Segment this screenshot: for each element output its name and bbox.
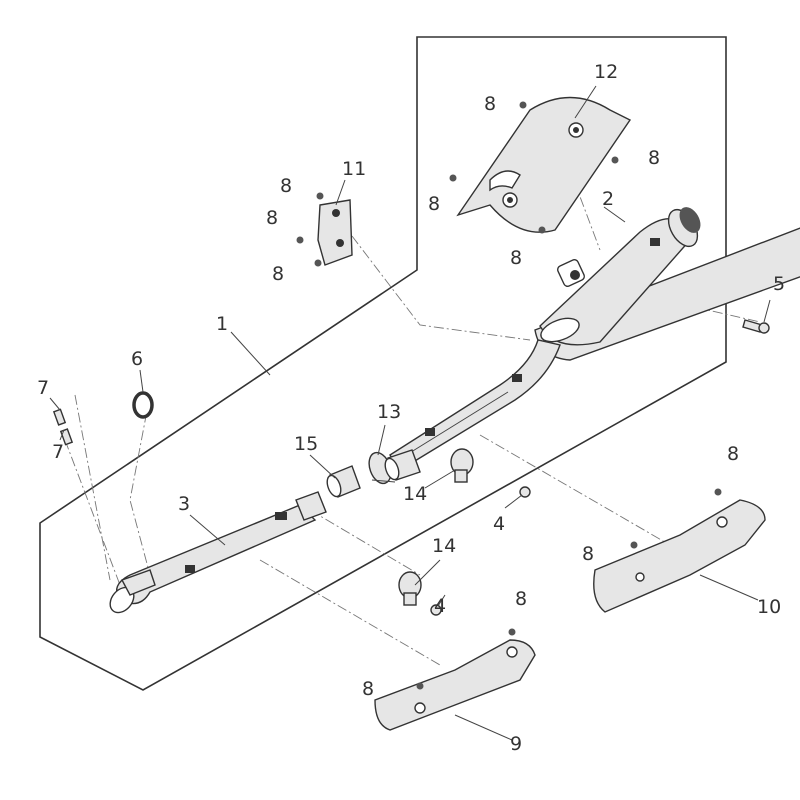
callout-label-7: 7 [37,377,49,399]
callout-label-2: 2 [602,188,614,210]
clamp-part-14-lower [398,571,422,606]
assembly-outline [39,36,727,691]
callout-label-4: 4 [434,595,446,617]
nuts-part-8 [296,101,722,690]
callout-label-8: 8 [648,147,660,169]
callout-label-9: 9 [510,733,522,755]
callout-label-15: 15 [294,433,318,455]
header-pipe-part-3 [109,491,327,614]
sleeve [384,449,421,481]
mid-pipe [389,339,561,471]
callout-label-8: 8 [582,543,594,565]
callout-label-14: 14 [432,535,456,557]
callout-label-8: 8 [362,678,374,700]
nut-part-4-lower [430,604,442,616]
callout-label-8: 8 [272,263,284,285]
callout-label-8: 8 [428,193,440,215]
stud-part-7-a [52,408,67,426]
nut-part-4-upper [519,486,531,498]
callout-label-1: 1 [216,313,228,335]
callout-label-13: 13 [377,401,401,423]
silencer-can [539,207,701,346]
callout-label-6: 6 [131,348,143,370]
callout-label-10: 10 [757,596,781,618]
callout-label-8: 8 [510,247,522,269]
gasket-part-6 [132,391,154,419]
callout-label-8: 8 [515,588,527,610]
callout-label-3: 3 [178,493,190,515]
heat-shield-part-12 [456,96,632,233]
clamp-part-14-upper [450,448,474,483]
callout-label-8: 8 [266,207,278,229]
gasket-part-15 [326,465,361,498]
callout-label-12: 12 [594,61,618,83]
callout-label-8: 8 [280,175,292,197]
leader-lines [49,85,771,741]
heat-shield-part-9 [374,639,536,731]
callout-label-7: 7 [52,441,64,463]
callout-label-11: 11 [342,158,366,180]
callout-label-8: 8 [484,93,496,115]
callout-label-14: 14 [403,483,427,505]
bolt-part-5 [742,319,770,334]
bracket-part-11 [317,199,353,266]
callout-label-4: 4 [493,513,505,535]
heat-shield-part-10 [593,499,766,613]
callout-label-8: 8 [727,443,739,465]
callout-label-5: 5 [773,273,785,295]
